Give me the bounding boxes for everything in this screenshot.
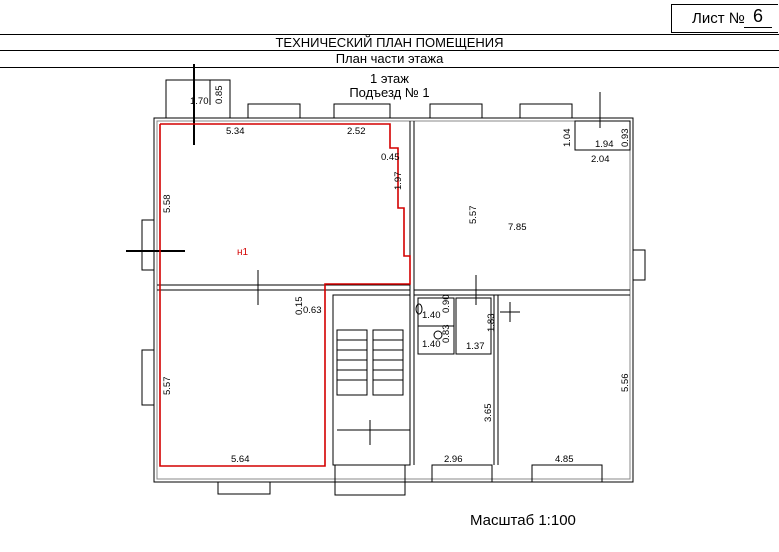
window-top-3 [429,103,483,119]
dim-label: 1.40 [422,310,441,321]
dim-label: 3.65 [483,404,494,423]
dim-label: 5.57 [468,206,479,225]
dim-label: 0.63 [303,305,322,316]
sink-fixture [415,303,423,315]
scale-label: Масштаб 1:100 [470,512,576,529]
wc-room [455,297,492,355]
sheet-number: 6 [744,6,772,28]
window-bottom-1 [217,481,271,495]
window-bottom-2 [431,464,493,483]
dim-label: 7.85 [508,222,527,233]
dim-label: 0.93 [620,129,631,148]
document-title: ТЕХНИЧЕСКИЙ ПЛАН ПОМЕЩЕНИЯ [0,34,779,51]
dim-label: 0.83 [441,325,452,344]
window-left-1 [141,219,155,271]
window-right-1 [632,249,646,281]
dim-label: 1.70 [190,96,209,107]
dim-label: 5.34 [226,126,245,137]
dim-label: 1.04 [562,129,573,148]
dim-label: 0.15 [294,297,305,316]
dim-label: 0.90 [441,295,452,314]
dim-label: 2.04 [591,154,610,165]
room-label: н1 [237,247,249,258]
dim-label: 1.37 [466,341,485,352]
inner-wall-outline [156,120,631,480]
dim-label: 1.97 [393,172,404,191]
balcony [165,79,231,118]
dim-label: 5.58 [162,195,173,214]
window-top-2 [333,103,391,119]
window-left-2 [141,349,155,406]
dim-label: 5.56 [620,374,631,393]
dim-label: 2.52 [347,126,366,137]
dim-label: 5.57 [162,377,173,396]
floor-label: 1 этаж [370,71,409,86]
dim-label: 5.64 [231,454,250,465]
room-n1-outline [159,123,411,467]
outer-wall-outline [153,117,634,483]
document-subtitle: План части этажа [0,50,779,68]
window-bottom-3 [531,464,603,483]
entrance-label: Подъезд № 1 [349,85,430,100]
sheet-label: Лист № [692,10,745,27]
dim-label: 0.85 [214,86,225,105]
sheet-number-box [671,4,778,33]
stair-flight-1 [336,329,368,396]
dim-label: 4.85 [555,454,574,465]
stair-flight-2 [372,329,404,396]
closet-niche [574,120,631,151]
window-top-1 [247,103,301,119]
dim-label: 1.94 [595,139,614,150]
dim-label: 1.40 [422,339,441,350]
toilet-fixture [433,330,443,340]
dim-label: 0.45 [381,152,400,163]
dim-label: 1.83 [486,314,497,333]
dim-label: 2.96 [444,454,463,465]
window-top-4 [519,103,573,119]
stair-well [332,294,411,466]
